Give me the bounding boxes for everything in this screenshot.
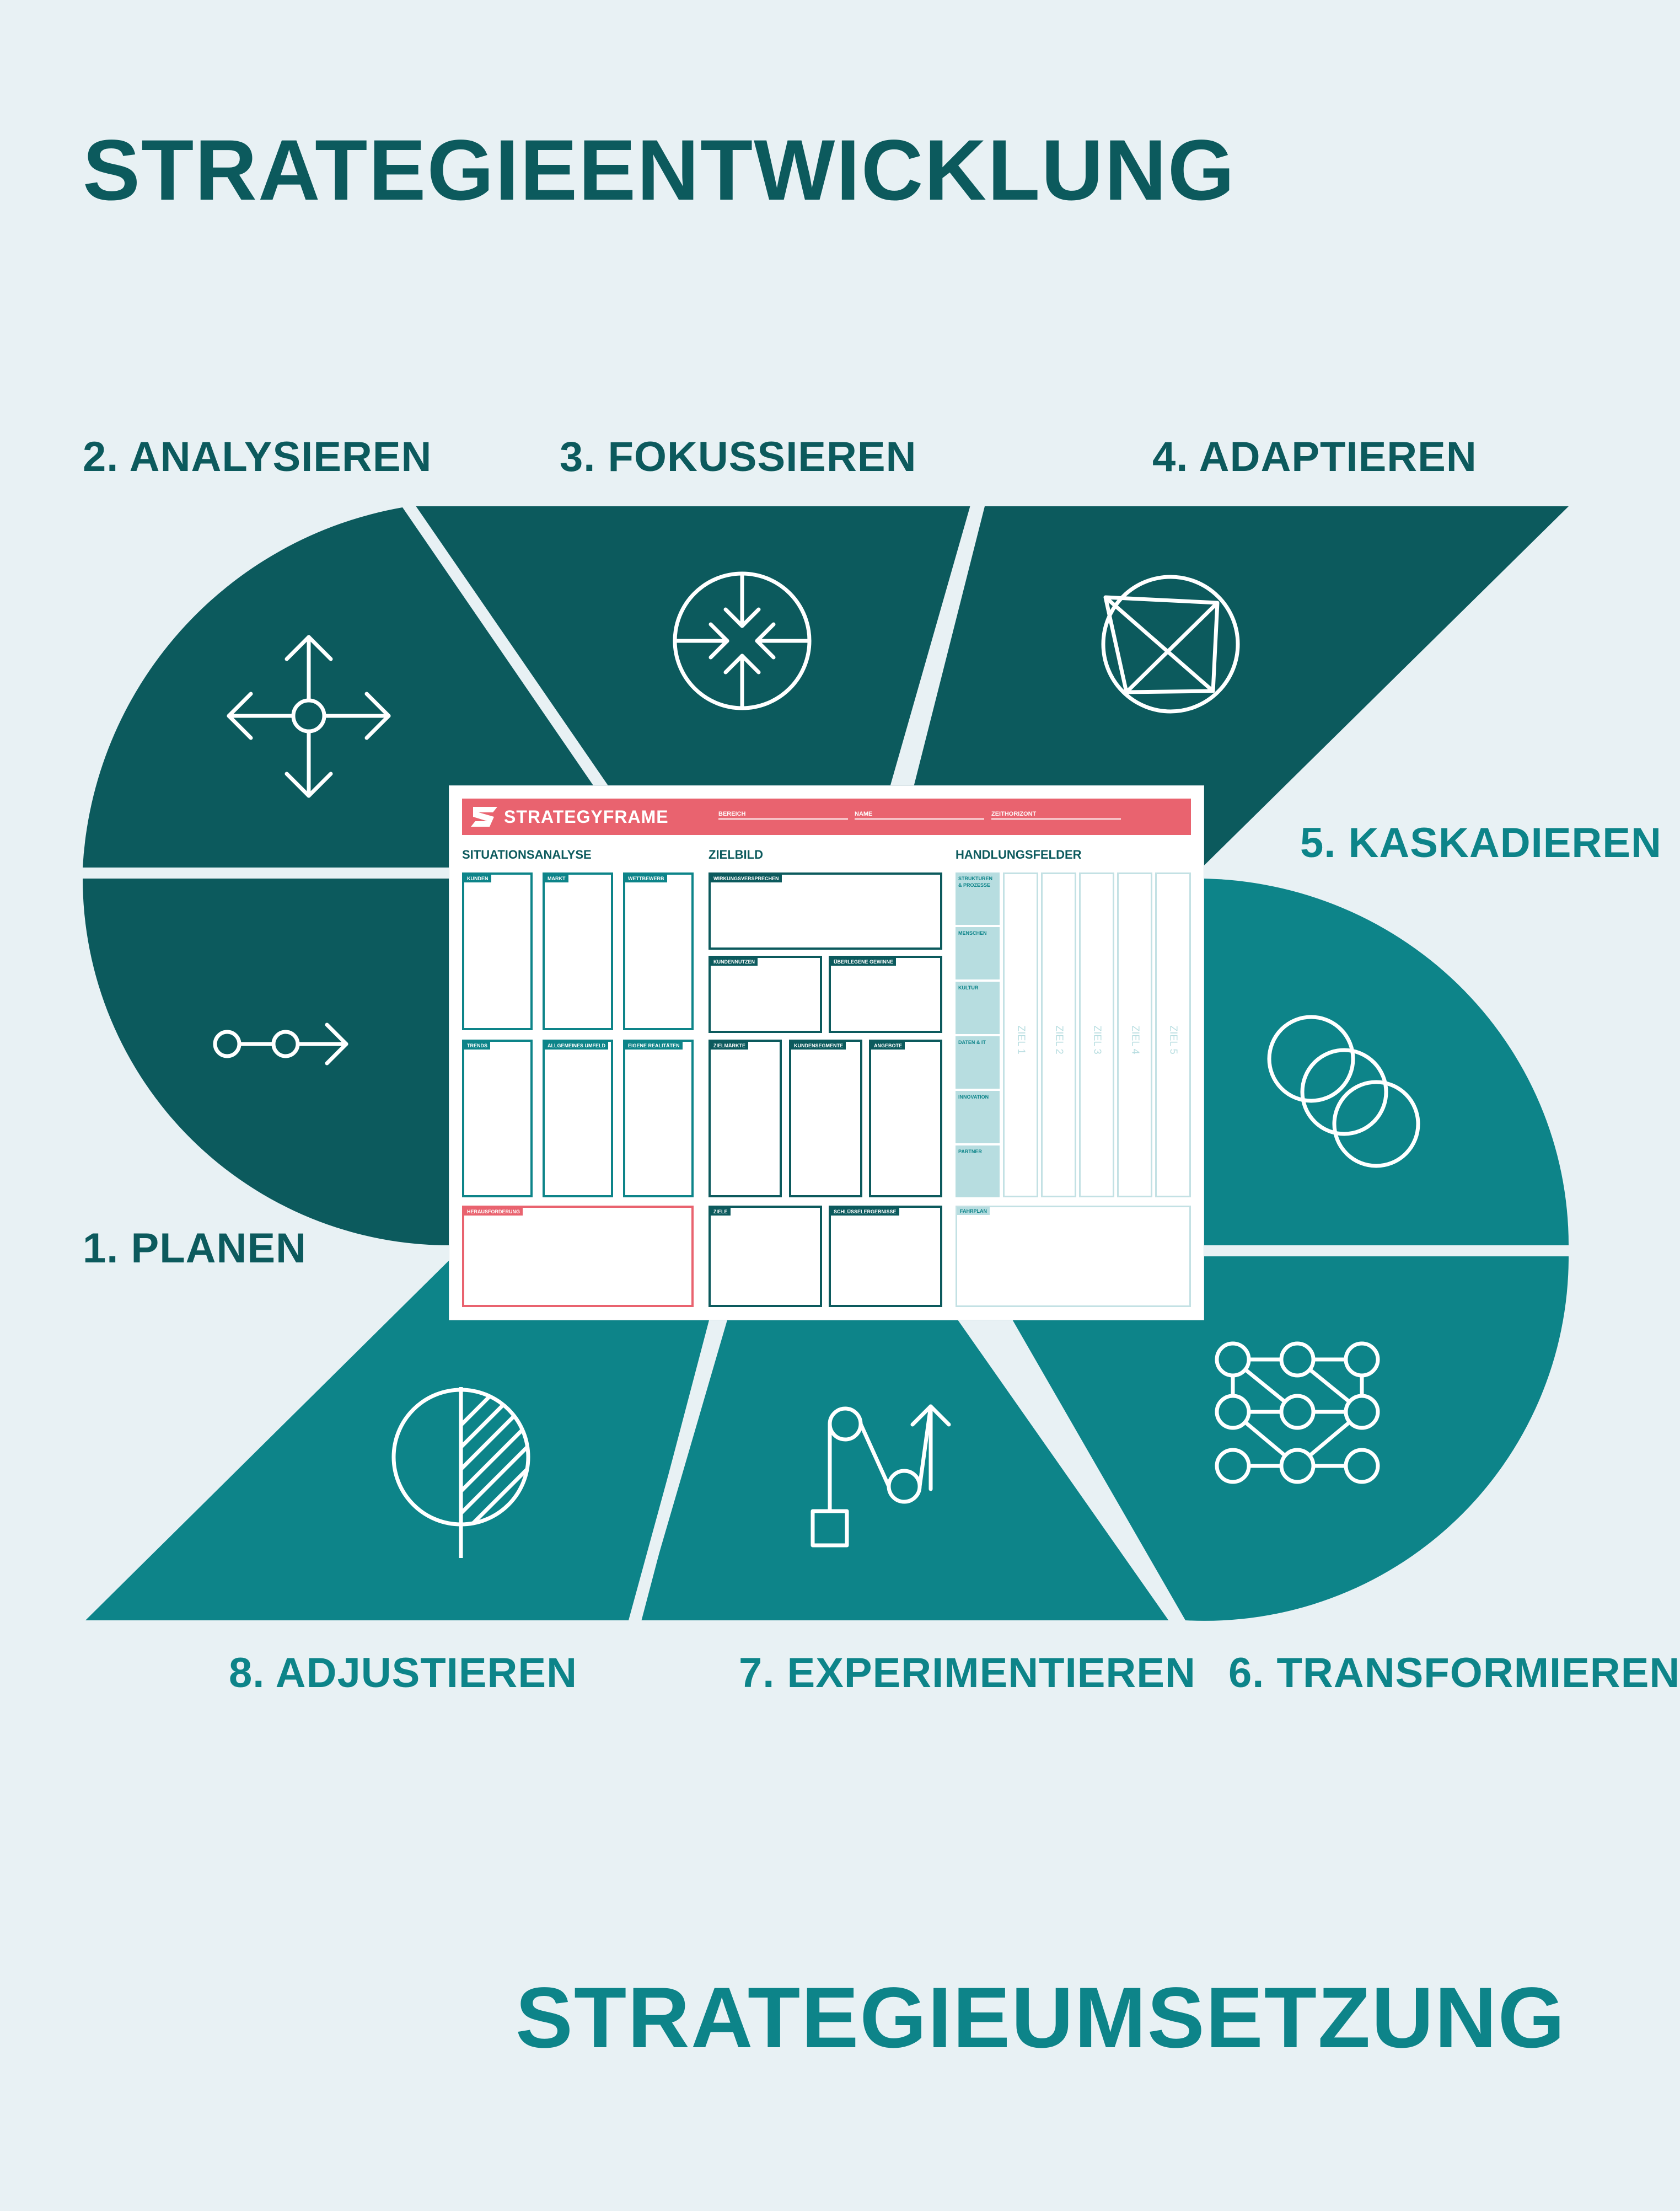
focus-arrows-icon	[673, 571, 812, 710]
box-herausforderung: HERAUSFORDERUNG	[462, 1206, 694, 1307]
goal-column-2: ZIEL 2	[1041, 872, 1076, 1197]
segment-fokussieren	[414, 506, 973, 789]
move-arrows-icon	[227, 635, 391, 798]
field-name: NAME	[855, 811, 984, 820]
box-schluesselergebnisse: SCHLÜSSELERGEBNISSE	[829, 1206, 942, 1307]
title-strategieentwicklung: STRATEGIEENTWICKLUNG	[83, 122, 1236, 218]
box-angebote: ANGEBOTE	[869, 1040, 942, 1197]
action-row-menschen: MENSCHEN	[956, 927, 1000, 979]
box-allgemeines-umfeld: ALLGEMEINES UMFELD	[543, 1040, 613, 1197]
box-kunden: KUNDEN	[462, 872, 533, 1030]
action-row-kultur: KULTUR	[956, 982, 1000, 1034]
brand-logo-icon	[471, 807, 497, 827]
step-label-transformieren: 6. TRANSFORMIEREN	[1228, 1650, 1680, 1696]
step-label-planen: 1. PLANEN	[83, 1225, 307, 1272]
segment-dividers	[77, 493, 1577, 1630]
box-wirkungsversprechen: WIRKUNGSVERSPRECHEN	[709, 872, 942, 950]
square-in-circle-icon	[1101, 575, 1240, 714]
box-eigene-realitaeten: EIGENE REALITÄTEN	[623, 1040, 694, 1197]
arrow-dots-icon	[213, 1022, 348, 1066]
overlapping-circles-icon	[1267, 1015, 1420, 1168]
step-label-adjustieren: 8. ADJUSTIEREN	[229, 1650, 577, 1696]
box-markt: MARKT	[543, 872, 613, 1030]
box-kundennutzen: KUNDENNUTZEN	[709, 956, 822, 1033]
box-ziele: ZIELE	[709, 1206, 822, 1307]
box-fahrplan: FAHRPLAN	[956, 1206, 1191, 1307]
field-zeithorizont: ZEITHORIZONT	[991, 811, 1121, 820]
step-label-adaptieren: 4. ADAPTIEREN	[1152, 433, 1477, 480]
network-grid-icon	[1215, 1341, 1380, 1484]
canvas-header-bar: STRATEGYFRAME BEREICH NAME ZEITHORIZONT	[462, 799, 1191, 835]
section-situationsanalyse: SITUATIONSANALYSE	[462, 848, 592, 861]
action-row-partner: PARTNER	[956, 1145, 1000, 1197]
strategy-canvas: STRATEGYFRAME BEREICH NAME ZEITHORIZONT …	[449, 786, 1204, 1320]
pulley-arrow-icon	[811, 1404, 951, 1548]
section-zielbild: ZIELBILD	[709, 848, 763, 861]
segment-analysieren	[83, 507, 595, 868]
action-row-innovation: INNOVATION	[956, 1091, 1000, 1143]
segment-adaptieren	[893, 506, 1569, 868]
goal-column-4: ZIEL 4	[1117, 872, 1152, 1197]
title-strategieumsetzung: STRATEGIEUMSETZUNG	[515, 1970, 1566, 2066]
box-kundensegmente: KUNDENSEGMENTE	[789, 1040, 862, 1197]
segment-kaskadieren	[1191, 878, 1569, 1245]
goal-column-1: ZIEL 1	[1003, 872, 1038, 1197]
segment-planen	[82, 879, 452, 1246]
box-zielmaerkte: ZIELMÄRKTE	[709, 1040, 782, 1197]
field-bereich: BEREICH	[718, 811, 848, 820]
segment-transformieren	[976, 1256, 1569, 1621]
action-rows: STRUKTUREN & PROZESSE MENSCHEN KULTUR DA…	[956, 872, 1000, 1197]
step-label-analysieren: 2. ANALYSIEREN	[83, 433, 432, 480]
box-ueberlegene-gewinne: ÜBERLEGENE GEWINNE	[829, 956, 942, 1033]
action-row-daten-it: DATEN & IT	[956, 1036, 1000, 1089]
box-wettbewerb: WETTBEWERB	[623, 872, 694, 1030]
goal-column-5: ZIEL 5	[1155, 872, 1191, 1197]
step-label-experimentieren: 7. EXPERIMENTIEREN	[739, 1650, 1196, 1696]
step-label-kaskadieren: 5. KASKADIEREN	[1300, 820, 1662, 866]
action-row-strukturen: STRUKTUREN & PROZESSE	[956, 872, 1000, 925]
goal-column-3: ZIEL 3	[1079, 872, 1114, 1197]
step-label-fokussieren: 3. FOKUSSIEREN	[560, 433, 917, 480]
box-trends: TRENDS	[462, 1040, 533, 1197]
brand-name: STRATEGYFRAME	[504, 807, 669, 827]
section-handlungsfelder: HANDLUNGSFELDER	[956, 848, 1082, 861]
